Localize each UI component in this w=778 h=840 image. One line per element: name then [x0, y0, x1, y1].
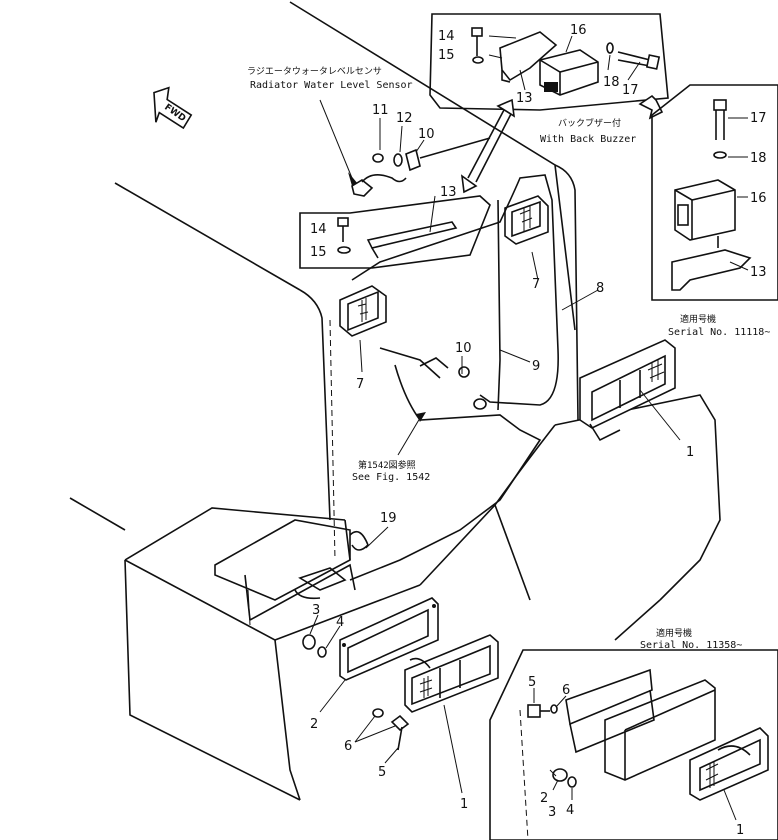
part-17-right: 17	[750, 111, 767, 126]
part-15-mid: 15	[310, 245, 327, 260]
serial1-caption-jp: 適用号機	[680, 313, 716, 325]
part-4-inset: 4	[566, 803, 574, 818]
see-fig-caption-en: See Fig. 1542	[352, 472, 430, 483]
part-13-top: 13	[516, 91, 533, 106]
arrow-to-right-inset	[638, 94, 664, 120]
part-15-top: 15	[438, 48, 455, 63]
part-7-right: 7	[532, 277, 540, 292]
part-1-upper: 1	[686, 445, 694, 460]
part-6-main: 6	[344, 739, 352, 754]
see-fig-caption-jp: 第1542図参照	[358, 459, 416, 471]
part-11: 11	[372, 103, 389, 118]
serial-11358-inset	[489, 649, 778, 840]
serial1-caption-en: Serial No. 11118~	[668, 327, 770, 338]
buzzer-inset	[429, 13, 669, 111]
part-5-main: 5	[378, 765, 386, 780]
buzzer-caption-en: With Back Buzzer	[540, 134, 636, 145]
part-16-top: 16	[570, 23, 587, 38]
part-10-mid: 10	[455, 341, 472, 356]
part-6-inset: 6	[562, 683, 570, 698]
part-13-right: 13	[750, 265, 767, 280]
part-2-main: 2	[310, 717, 318, 732]
double-arrow	[460, 98, 516, 194]
radiator-sensor-area	[319, 99, 491, 197]
part-1-lower: 1	[460, 797, 468, 812]
part-18-right: 18	[750, 151, 767, 166]
part-4-main: 4	[336, 615, 344, 630]
part-7-left: 7	[356, 377, 364, 392]
radiator-caption-en: Radiator Water Level Sensor	[250, 80, 413, 91]
mounting-plate	[339, 597, 439, 681]
radiator-caption-jp: ラジエータウォータレベルセンサ	[247, 66, 382, 77]
part-19: 19	[380, 511, 397, 526]
lower-fasteners	[294, 526, 463, 794]
part-8: 8	[596, 281, 604, 296]
part-3-inset: 3	[548, 805, 556, 820]
work-lamp-right	[504, 195, 549, 245]
buzzer-caption-jp: バックブザー付	[558, 117, 621, 129]
serial2-caption-en: Serial No. 11358~	[640, 640, 742, 651]
part-14-mid: 14	[310, 222, 327, 237]
part-13-mid: 13	[440, 185, 457, 200]
part-3-main: 3	[312, 603, 320, 618]
serial-11118-inset	[651, 84, 778, 301]
part-10-top: 10	[418, 127, 435, 142]
serial2-caption-jp: 適用号機	[656, 627, 692, 639]
part-18-top: 18	[603, 75, 620, 90]
wire-harness	[349, 174, 599, 581]
part-12: 12	[396, 111, 413, 126]
part-14-top: 14	[438, 29, 455, 44]
part-5-inset: 5	[528, 675, 536, 690]
rear-lamp-lower	[404, 634, 499, 713]
part-16-right: 16	[750, 191, 767, 206]
part-17-top: 17	[622, 83, 639, 98]
rear-lamp-upper	[579, 339, 681, 442]
fwd-arrow	[153, 86, 193, 130]
part-1-inset: 1	[736, 823, 744, 838]
part-2-inset: 2	[540, 791, 548, 806]
part-9: 9	[532, 359, 540, 374]
work-lamp-left	[339, 285, 387, 337]
bracket-inset	[299, 195, 491, 269]
